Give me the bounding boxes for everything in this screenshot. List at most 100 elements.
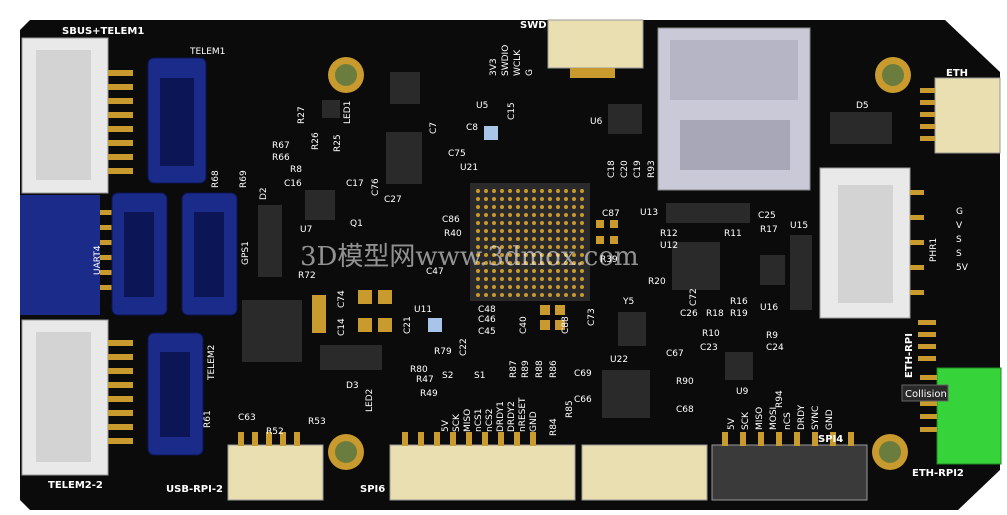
- des-s2: S2: [442, 371, 453, 381]
- bga-ball: [492, 261, 496, 265]
- des-r18: R18: [706, 309, 724, 319]
- bga-ball: [500, 277, 504, 281]
- connector-uart4: [20, 195, 112, 315]
- des-r8: R8: [290, 165, 302, 175]
- eth-rpi-pads: [918, 320, 936, 361]
- bga-ball: [580, 245, 584, 249]
- bga-ball: [564, 277, 568, 281]
- bga-ball: [532, 237, 536, 241]
- label-sbus-telem1: SBUS+TELEM1: [62, 26, 144, 37]
- bga-ball: [516, 245, 520, 249]
- bga-ball: [492, 253, 496, 257]
- connector-phr1: [819, 167, 924, 319]
- bga-ball: [556, 205, 560, 209]
- bga-ball: [476, 221, 480, 225]
- bga-ball: [516, 229, 520, 233]
- bga-ball: [492, 197, 496, 201]
- bga-ball: [532, 253, 536, 257]
- label-spi6: SPI6: [360, 484, 385, 495]
- bga-ball: [564, 213, 568, 217]
- bga-ball: [532, 293, 536, 297]
- bga-ball: [476, 253, 480, 257]
- bga-ball: [516, 213, 520, 217]
- bga-ball: [564, 261, 568, 265]
- bga-ball: [556, 261, 560, 265]
- bga-ball: [524, 189, 528, 193]
- bga-ball: [484, 237, 488, 241]
- des-c25: C25: [758, 211, 776, 221]
- bga-ball: [564, 221, 568, 225]
- des-r12: R12: [660, 229, 678, 239]
- des-u11: U11: [414, 305, 432, 315]
- bga-ball: [580, 189, 584, 193]
- des-c76: C76: [371, 178, 381, 196]
- swd-pin-3: G: [525, 69, 535, 76]
- des-r25: R25: [333, 134, 343, 152]
- des-c23: C23: [700, 343, 718, 353]
- des-q1: Q1: [350, 219, 363, 229]
- des-r86: R86: [549, 360, 559, 378]
- bga-ball: [516, 189, 520, 193]
- des-r67: R67: [272, 141, 290, 151]
- des-r66: R66: [272, 153, 290, 163]
- bga-ball: [572, 277, 576, 281]
- bga-ball: [564, 189, 568, 193]
- sd-card-slot: [657, 27, 811, 191]
- bga-ball: [564, 285, 568, 289]
- connector-spi6: [389, 432, 576, 501]
- bga-ball: [476, 285, 480, 289]
- bga-ball: [492, 205, 496, 209]
- phr-pin-1: V: [956, 221, 963, 231]
- des-d5: D5: [856, 101, 869, 111]
- bga-ball: [476, 197, 480, 201]
- des-c21: C21: [403, 316, 413, 334]
- des-c73: C73: [587, 308, 597, 326]
- bga-ball: [476, 237, 480, 241]
- bga-ball: [476, 205, 480, 209]
- bga-ball: [580, 205, 584, 209]
- bga-ball: [548, 221, 552, 225]
- bga-ball: [524, 237, 528, 241]
- connector-spi-mid: [581, 444, 708, 501]
- collision-tooltip: Collision: [901, 384, 949, 402]
- bga-ball: [548, 277, 552, 281]
- des-u6: U6: [590, 117, 603, 127]
- bga-ball: [540, 253, 544, 257]
- bga-ball: [532, 197, 536, 201]
- mounting-holes: [328, 57, 911, 470]
- spi6-pin-4: nCS2: [485, 409, 495, 432]
- bga-ball: [516, 269, 520, 273]
- des-c69: C69: [574, 369, 592, 379]
- des-c26: C26: [680, 309, 698, 319]
- bga-ball: [564, 197, 568, 201]
- bga-ball: [540, 277, 544, 281]
- bga-ball: [500, 253, 504, 257]
- bga-ball: [556, 269, 560, 273]
- label-spi4: SPI4: [818, 434, 843, 445]
- bga-ball: [548, 213, 552, 217]
- bga-ball: [476, 245, 480, 249]
- spi4-pin-3: MOSI: [769, 407, 779, 430]
- des-r84: R84: [549, 418, 559, 436]
- bga-ball: [556, 293, 560, 297]
- bga-ball: [564, 229, 568, 233]
- bga-ball: [532, 285, 536, 289]
- des-c15: C15: [507, 102, 517, 120]
- des-r69: R69: [239, 170, 249, 188]
- spi4-pin-0: 5V: [727, 417, 737, 430]
- bga-ball: [572, 189, 576, 193]
- des-u21: U21: [460, 163, 478, 173]
- connector-telem2: [147, 332, 204, 456]
- bga-ball: [524, 277, 528, 281]
- bga-ball: [476, 269, 480, 273]
- bga-ball: [540, 205, 544, 209]
- bga-ball: [484, 229, 488, 233]
- bga-ball: [500, 213, 504, 217]
- bga-ball: [580, 293, 584, 297]
- des-c68: C68: [676, 405, 694, 415]
- des-c18: C18: [607, 160, 617, 178]
- connector-eth-rpi2: [920, 367, 1002, 465]
- des-r20: R20: [648, 277, 666, 287]
